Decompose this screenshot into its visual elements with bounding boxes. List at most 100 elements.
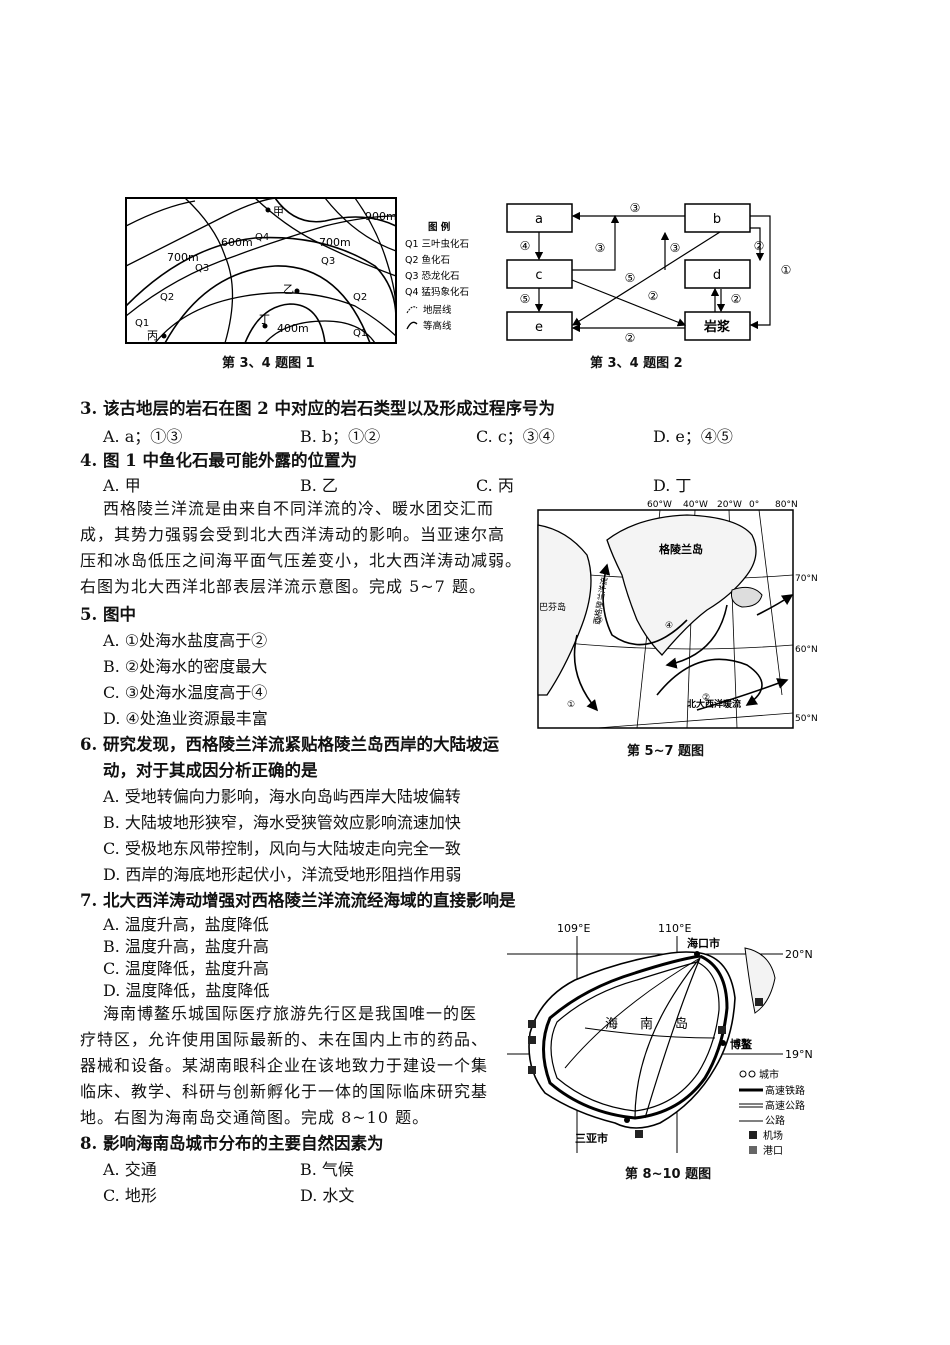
q3-option-a[interactable]: A. a；①③ bbox=[103, 427, 183, 446]
legend-q2: Q2 鱼化石 bbox=[405, 254, 450, 266]
lon-40w: 40°W bbox=[683, 500, 708, 510]
baffin-label: 巴芬岛 bbox=[539, 601, 566, 613]
mark-2: ② bbox=[702, 693, 710, 703]
q1-left: Q1 bbox=[135, 318, 149, 329]
legend-road: 公路 bbox=[765, 1114, 785, 1127]
arrow-label-11: ① bbox=[781, 263, 792, 277]
contour-900: 900m bbox=[365, 210, 397, 223]
figure-3-ocean-currents: 60°W 40°W 20°W 0° 80°N 70°N 60°N 50°N 格陵… bbox=[537, 495, 827, 735]
q8-option-b[interactable]: B. 气候 bbox=[300, 1160, 354, 1179]
question-4-stem: 4. 图 1 中鱼化石最可能外露的位置为 bbox=[80, 451, 357, 470]
rock-cycle-svg: a b c d e 岩浆 ③ ④ ③ ③ ⑤ ⑤ bbox=[506, 201, 792, 345]
mark-3: ③ bbox=[595, 616, 603, 626]
q2-left: Q2 bbox=[160, 292, 174, 303]
q7-option-a[interactable]: A. 温度升高，盐度降低 bbox=[103, 915, 269, 934]
q6-option-b[interactable]: B. 大陆坡地形狭窄，海水受狭管效应影响流速加快 bbox=[103, 813, 461, 832]
contour-400: 400m bbox=[277, 322, 309, 335]
q5-option-d[interactable]: D. ④处渔业资源最丰富 bbox=[103, 709, 268, 728]
passage2-line-3: 器械和设备。某湖南眼科企业在该地致力于建设一个集 bbox=[80, 1056, 489, 1075]
legend-contour: 等高线 bbox=[423, 320, 452, 332]
figure-4-hainan-map: 109°E 110°E 20°N 19°N 海 南 岛 bbox=[505, 918, 825, 1158]
legend-strata: 地层线 bbox=[423, 304, 452, 316]
island-label-nan: 南 bbox=[640, 1016, 653, 1032]
q8-option-a[interactable]: A. 交通 bbox=[103, 1160, 157, 1179]
lat-70n: 70°N bbox=[795, 574, 818, 584]
fig1-legend: 图 例 Q1 三叶虫化石 Q2 鱼化石 Q3 恐龙化石 Q4 猛犸象化石 地层线… bbox=[405, 221, 469, 332]
q6-option-c[interactable]: C. 受极地东风带控制，风向与大陆坡走向完全一致 bbox=[103, 839, 461, 858]
lon-0: 0° bbox=[749, 500, 759, 510]
lon-109e: 109°E bbox=[557, 922, 590, 935]
node-c: c bbox=[535, 268, 542, 283]
port-icon bbox=[528, 1020, 536, 1028]
hainan-map-svg: 109°E 110°E 20°N 19°N 海 南 岛 bbox=[507, 922, 813, 1157]
node-b: b bbox=[713, 212, 721, 227]
legend-port: 港口 bbox=[763, 1145, 783, 1157]
legend-q1: Q1 三叶虫化石 bbox=[405, 238, 469, 250]
airport-icon bbox=[635, 1130, 643, 1138]
node-a: a bbox=[535, 212, 543, 227]
q1-right: Q1 bbox=[353, 328, 367, 339]
q6-option-a[interactable]: A. 受地转偏向力影响，海水向岛屿西岸大陆坡偏转 bbox=[103, 787, 461, 806]
q4-option-a[interactable]: A. 甲 bbox=[103, 476, 141, 495]
lat-20n: 20°N bbox=[785, 948, 813, 961]
fig4-legend: 城市 高速铁路 高速公路 公路 机场 港口 bbox=[739, 1068, 805, 1157]
fig4-caption: 第 8~10 题图 bbox=[625, 1167, 712, 1182]
q7-option-b[interactable]: B. 温度升高，盐度升高 bbox=[103, 937, 269, 956]
boao-label: 博鳌 bbox=[730, 1037, 753, 1051]
q4-option-b[interactable]: B. 乙 bbox=[300, 476, 338, 495]
legend-expressway: 高速公路 bbox=[765, 1099, 805, 1112]
q5-option-b[interactable]: B. ②处海水的密度最大 bbox=[103, 657, 268, 676]
contour-700-right: 700m bbox=[319, 236, 351, 249]
q3-option-b[interactable]: B. b；①② bbox=[300, 427, 381, 446]
q3-option-d[interactable]: D. e；④⑤ bbox=[653, 427, 733, 446]
fig2-caption: 第 3、4 题图 2 bbox=[590, 356, 683, 371]
q4-option-d[interactable]: D. 丁 bbox=[653, 476, 692, 495]
arrow-label-2: ④ bbox=[520, 239, 531, 253]
node-e: e bbox=[535, 320, 543, 335]
q3-right: Q3 bbox=[321, 256, 335, 267]
label-yi: 乙 bbox=[283, 283, 294, 296]
figure-1-contour-map: 甲 乙 丙 丁 900m 700m 600m 700m 400m Q1 Q1 Q… bbox=[125, 196, 495, 346]
arrow-label-1: ③ bbox=[630, 201, 641, 215]
q5-option-a[interactable]: A. ①处海水盐度高于② bbox=[103, 631, 268, 650]
arrow-label-9: ② bbox=[731, 292, 742, 306]
q8-option-d[interactable]: D. 水文 bbox=[300, 1186, 355, 1205]
figure-2-rock-cycle: a b c d e 岩浆 ③ ④ ③ ③ ⑤ ⑤ bbox=[505, 200, 805, 345]
port-icon bbox=[755, 998, 763, 1006]
question-5-stem: 5. 图中 bbox=[80, 605, 136, 624]
q7-option-c[interactable]: C. 温度降低，盐度升高 bbox=[103, 959, 269, 978]
legend-airport-icon bbox=[749, 1131, 757, 1139]
arrow-label-4: ③ bbox=[670, 241, 681, 255]
lon-60w: 60°W bbox=[647, 500, 672, 510]
ocean-currents-svg: 60°W 40°W 20°W 0° 80°N 70°N 60°N 50°N 格陵… bbox=[537, 500, 818, 729]
sanya-label: 三亚市 bbox=[575, 1131, 608, 1145]
label-jia: 甲 bbox=[273, 205, 284, 218]
q4-option-c[interactable]: C. 丙 bbox=[476, 476, 514, 495]
island-label-dao: 岛 bbox=[675, 1016, 688, 1032]
passage2-line-4: 临床、教学、科研与创新孵化于一体的国际临床研究基 bbox=[80, 1082, 489, 1101]
passage1-line-1: 西格陵兰洋流是由来自不同洋流的冷、暖水团交汇而 bbox=[103, 499, 495, 518]
passage2-line-2: 疗特区，允许使用国际最新的、未在国内上市的药品、 bbox=[80, 1030, 489, 1049]
legend-hsr: 高速铁路 bbox=[765, 1084, 805, 1097]
node-magma: 岩浆 bbox=[703, 319, 731, 335]
legend-port-icon bbox=[749, 1146, 757, 1154]
label-ding: 丁 bbox=[259, 313, 270, 326]
label-bing: 丙 bbox=[147, 329, 158, 342]
passage1-line-3: 压和冰岛低压之间海平面气压差变小，北大西洋涛动减弱。 bbox=[80, 551, 523, 570]
legend-airport: 机场 bbox=[763, 1129, 783, 1142]
question-7-stem: 7. 北大西洋涛动增强对西格陵兰洋流流经海域的直接影响是 bbox=[80, 891, 516, 910]
arrow-label-6: ⑤ bbox=[625, 271, 636, 285]
q6-option-d[interactable]: D. 西岸的海底地形起伏小，洋流受地形阻挡作用弱 bbox=[103, 865, 462, 884]
lat-60n: 60°N bbox=[795, 645, 818, 655]
arrow-label-3: ③ bbox=[595, 241, 606, 255]
q5-option-c[interactable]: C. ③处海水温度高于④ bbox=[103, 683, 268, 702]
legend-q3: Q3 恐龙化石 bbox=[405, 270, 460, 282]
q7-option-d[interactable]: D. 温度降低，盐度降低 bbox=[103, 981, 270, 1000]
legend-q4: Q4 猛犸象化石 bbox=[405, 286, 469, 298]
arrow-label-8: ② bbox=[625, 331, 636, 345]
passage1-line-2: 成，其势力强弱会受到北大西洋涛动的影响。当亚速尔高 bbox=[80, 525, 506, 544]
arrow-label-7: ② bbox=[648, 289, 659, 303]
q8-option-c[interactable]: C. 地形 bbox=[103, 1186, 157, 1205]
q3-option-c[interactable]: C. c；③④ bbox=[476, 427, 555, 446]
question-6-stem-line-1: 6. 研究发现，西格陵兰洋流紧贴格陵兰岛西岸的大陆坡运 bbox=[80, 735, 499, 754]
